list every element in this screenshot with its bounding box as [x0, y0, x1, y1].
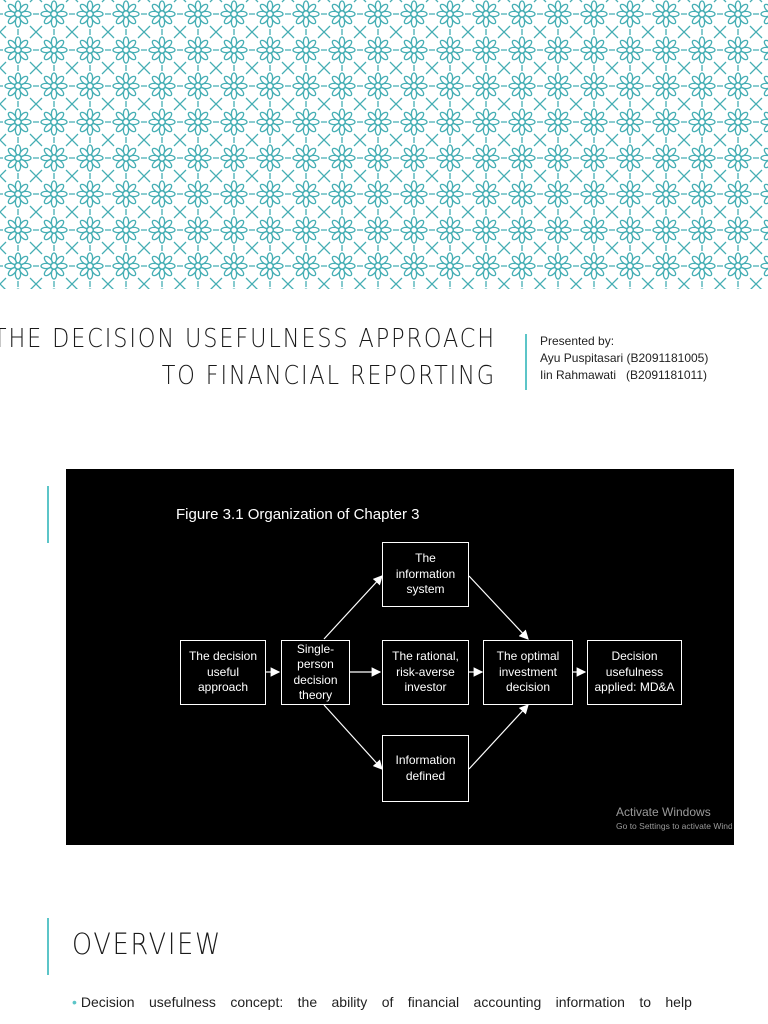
bullet-word: help [665, 994, 692, 1010]
watermark-line-2: Go to Settings to activate Windows. [616, 821, 732, 831]
bullet-word: of [381, 994, 394, 1010]
accent-divider [525, 334, 527, 390]
bullet-item: •Decision usefulness concept: the abilit… [72, 994, 692, 1010]
bullet-word: to [639, 994, 651, 1010]
box-optimal-investment-decision: The optimal investment decision [483, 640, 573, 705]
bullet-dot-icon: • [72, 994, 77, 1010]
overview-heading: OVERVIEW [72, 927, 222, 961]
bullet-word: information [555, 994, 625, 1010]
activate-windows-watermark: Activate Windows Go to Settings to activ… [616, 805, 732, 831]
presentation-title: THE DECISION USEFULNESS APPROACH TO FINA… [0, 321, 496, 395]
presenters-block: Presented by: Ayu Puspitasari (B20911810… [540, 333, 708, 384]
title-line-2: TO FINANCIAL REPORTING [161, 361, 496, 391]
bullet-word: accounting [473, 994, 542, 1010]
accent-bar [47, 486, 49, 543]
presenter-name: Ayu Puspitasari (B2091181005) [540, 351, 709, 365]
accent-bar [47, 918, 49, 975]
bullet-word: •Decision [72, 994, 135, 1010]
watermark-line-1: Activate Windows [616, 805, 711, 819]
figure-arrows [266, 575, 587, 770]
box-decision-usefulness-mda: Decision usefulness applied: MD&A [587, 640, 682, 705]
box-information-system: The information system [382, 542, 469, 607]
box-single-person-decision-theory: Single- person decision theory [281, 640, 350, 705]
title-line-1: THE DECISION USEFULNESS APPROACH [0, 324, 496, 354]
bullet-word: financial [407, 994, 460, 1010]
presenter-name: Iin Rahmawati (B2091181011) [540, 368, 707, 382]
bullet-word: concept: [230, 994, 284, 1010]
box-decision-useful-approach: The decision useful approach [180, 640, 266, 705]
box-information-defined: Information defined [382, 735, 469, 802]
figure-title: Figure 3.1 Organization of Chapter 3 [176, 506, 420, 523]
bullet-word: the [297, 994, 318, 1010]
chapter-organization-figure: Figure 3.1 Organization of Chapter 3 The… [66, 469, 734, 845]
box-rational-investor: The rational, risk-averse investor [382, 640, 469, 705]
presented-by-label: Presented by: [540, 334, 615, 348]
bullet-word: ability [331, 994, 368, 1010]
title-section: THE DECISION USEFULNESS APPROACH TO FINA… [0, 289, 768, 449]
patterned-banner [0, 0, 768, 289]
bullet-word: usefulness [149, 994, 216, 1010]
